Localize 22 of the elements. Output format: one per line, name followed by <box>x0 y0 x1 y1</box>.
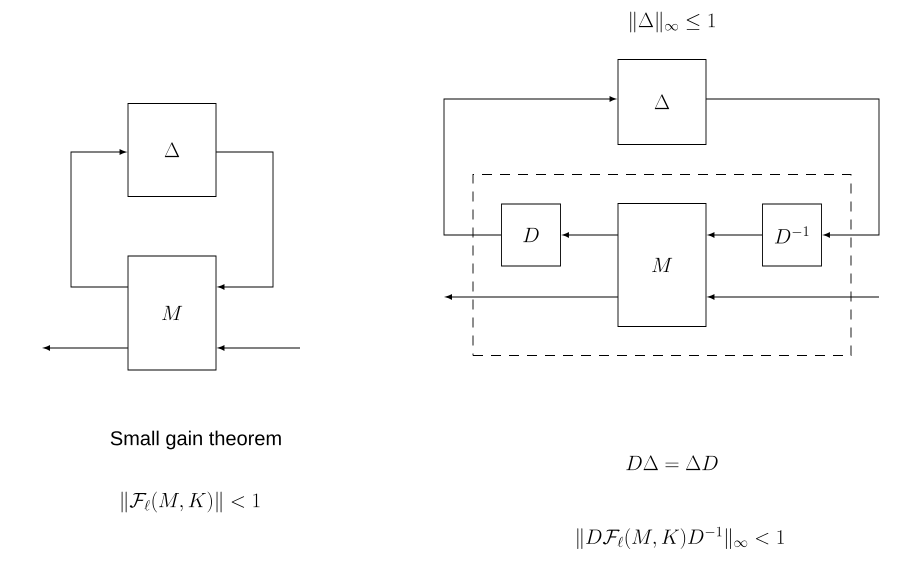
formula: $D\Delta = \Delta D$ <box>626 455 718 470</box>
block-box: $M$ <box>618 203 706 327</box>
arrow <box>708 294 880 300</box>
arrow <box>70 149 128 288</box>
arrow <box>708 232 762 238</box>
arrow <box>445 294 618 300</box>
formula: $\|\Delta\|_\infty \leq 1$ <box>630 12 715 32</box>
arrow <box>562 232 618 238</box>
arrow <box>43 345 128 351</box>
formula: $\|\mathcal{F}_\ell(M,K)\| < 1$ <box>122 492 260 512</box>
arrow <box>218 345 300 351</box>
arrow <box>706 98 880 238</box>
dashed-frame <box>472 174 852 356</box>
block-box: $\Delta$ <box>618 59 706 145</box>
arrow <box>216 152 274 290</box>
block-box: $D^{-1}$ <box>762 204 822 266</box>
block-box: $D$ <box>501 204 561 266</box>
block-box: $M$ <box>128 256 216 370</box>
block-box: $\Delta$ <box>128 103 216 197</box>
arrow <box>444 96 616 236</box>
caption-text: Small gain theorem <box>110 430 281 450</box>
formula: $\|D\mathcal{F}_\ell(M,K)D^{-1}\|_\infty < 1$ <box>577 526 784 549</box>
